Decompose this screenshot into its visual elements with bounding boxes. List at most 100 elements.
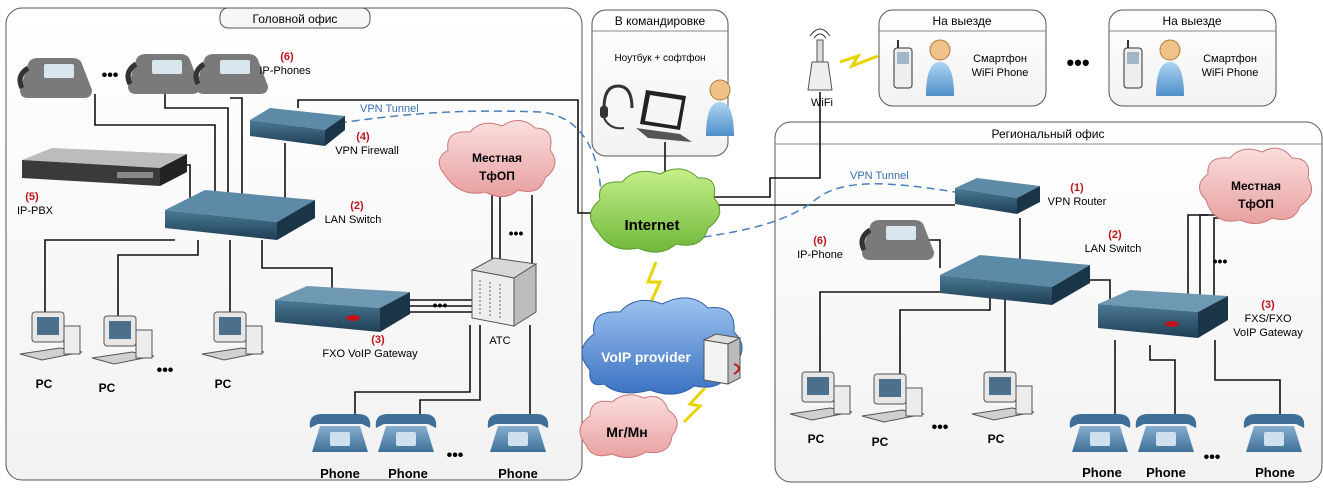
desk-ip-phone-icon (125, 54, 200, 94)
head-vpn-tunnel-label: VPN Tunnel (360, 103, 419, 115)
away-region-1: На выезде (878, 9, 1047, 107)
phone-label: Phone (1082, 465, 1122, 480)
analog-phone-icon (1069, 414, 1131, 452)
ellipsis: ••• (447, 447, 464, 464)
phone-label: Phone (388, 466, 428, 481)
voip-server-icon (702, 333, 742, 385)
vpn-firewall-icon (250, 108, 345, 146)
phone-label: Phone (1255, 465, 1295, 480)
ellipsis: ••• (157, 362, 174, 379)
regional-gateway-label-2: VoIP Gateway (1233, 327, 1303, 339)
head-office-region: Головной офис (5, 7, 583, 481)
voip-provider-label: VoIP provider (601, 349, 691, 365)
vpn-firewall-number: (4) (356, 131, 370, 143)
user-person-icon (1156, 39, 1184, 96)
headset-icon (600, 84, 634, 130)
internet-label: Internet (624, 217, 679, 234)
ellipsis: ••• (1204, 449, 1221, 466)
pc-label: PC (99, 381, 116, 395)
phone-label: Phone (1146, 465, 1186, 480)
analog-phone-icon (1135, 414, 1197, 452)
head-switch-label: LAN Switch (325, 214, 382, 226)
away-1-title: На выезде (933, 14, 992, 28)
pc-icon (19, 311, 83, 361)
pc-label: PC (988, 432, 1005, 446)
ip-phones-number: (6) (280, 51, 294, 63)
head-office-title: Головной офис (253, 12, 338, 26)
analog-phone-icon (1243, 414, 1305, 452)
ellipsis: ••• (509, 225, 524, 241)
wifi-label: WiFi (811, 97, 833, 109)
ellipsis: ••• (1066, 50, 1089, 75)
laptop-icon (636, 90, 692, 142)
vpn-router-number: (1) (1070, 182, 1084, 194)
regional-vpn-tunnel-label: VPN Tunnel (850, 170, 909, 182)
phone-label: Phone (320, 466, 360, 481)
regional-ip-phone-number: (6) (813, 235, 827, 247)
voip-provider-cloud-icon (581, 297, 743, 395)
ip-phones-label: IP-Phones (259, 65, 311, 77)
wireless-link-bolt-icon (682, 386, 707, 424)
head-pstn-label-1: Местная (472, 151, 522, 165)
laptop-softphone-label: Ноутбук + софтфон (614, 52, 705, 64)
user-person-icon (926, 39, 954, 96)
local-pstn-cloud-icon (438, 120, 556, 197)
pc-label: PC (36, 377, 53, 391)
local-pstn-cloud-icon (1199, 147, 1313, 224)
pc-icon (91, 315, 155, 365)
wifi-phone-label: WiFi Phone (1202, 67, 1259, 79)
pc-icon (201, 311, 265, 361)
pc-label: PC (808, 432, 825, 446)
desk-ip-phone-icon (17, 58, 92, 98)
regional-gateway-number: (3) (1261, 299, 1275, 311)
regional-gateway-label-1: FXS/FXO (1244, 313, 1292, 325)
fxo-gateway-icon (275, 286, 410, 332)
fxo-gateway-number: (3) (371, 334, 385, 346)
regional-office-title: Региональный офис (992, 127, 1105, 141)
long-distance-label: Мг/Мн (606, 424, 648, 440)
fxs-fxo-gateway-icon (1098, 290, 1228, 338)
vpn-firewall-label: VPN Firewall (335, 145, 399, 157)
wifi-phone-label: WiFi Phone (972, 67, 1029, 79)
lan-switch-icon (940, 255, 1090, 305)
wireless-link-bolt-icon (839, 53, 879, 69)
ip-pbx-number: (5) (25, 191, 39, 203)
regional-switch-number: (2) (1108, 229, 1122, 241)
ellipsis: ••• (433, 297, 448, 313)
desk-ip-phone-icon (859, 220, 934, 260)
smartphone-label: Смартфон (1203, 53, 1257, 65)
user-person-icon (706, 79, 734, 136)
wireless-link-bolt-icon (645, 261, 663, 305)
regional-ip-phone-label: IP-Phone (797, 249, 843, 261)
ellipsis: ••• (1213, 253, 1228, 269)
pc-label: PC (215, 377, 232, 391)
analog-phone-icon (309, 414, 371, 452)
pc-icon (861, 373, 925, 423)
lan-switch-icon (165, 190, 315, 240)
head-switch-number: (2) (350, 200, 364, 212)
ats-exchange-icon (470, 257, 538, 327)
analog-phone-icon (375, 414, 437, 452)
away-2-title: На выезде (1163, 14, 1222, 28)
business-trip-region: В командировке Ноутбук + софтфон (591, 9, 729, 157)
smartphone-icon (1123, 40, 1143, 89)
pc-label: PC (872, 435, 889, 449)
business-trip-title: В командировке (615, 14, 706, 28)
away-region-2: На выезде (1108, 9, 1277, 107)
ip-pbx-label: IP-PBX (17, 205, 54, 217)
long-distance-cloud-icon (579, 394, 678, 458)
ip-pbx-server-icon (22, 148, 187, 186)
regional-pstn-label-2: ТфОП (1238, 197, 1274, 211)
fxo-gateway-label: FXO VoIP Gateway (322, 348, 418, 360)
analog-phone-icon (487, 414, 549, 452)
pc-icon (789, 371, 853, 421)
vpn-router-label: VPN Router (1048, 196, 1107, 208)
vpn-router-icon (955, 178, 1040, 214)
desk-ip-phone-icon (193, 54, 268, 94)
smartphone-icon (893, 40, 913, 89)
pc-icon (971, 371, 1035, 421)
ellipsis: ••• (932, 419, 949, 436)
ats-label: АТС (489, 335, 510, 347)
internet-cloud-icon (590, 168, 721, 253)
